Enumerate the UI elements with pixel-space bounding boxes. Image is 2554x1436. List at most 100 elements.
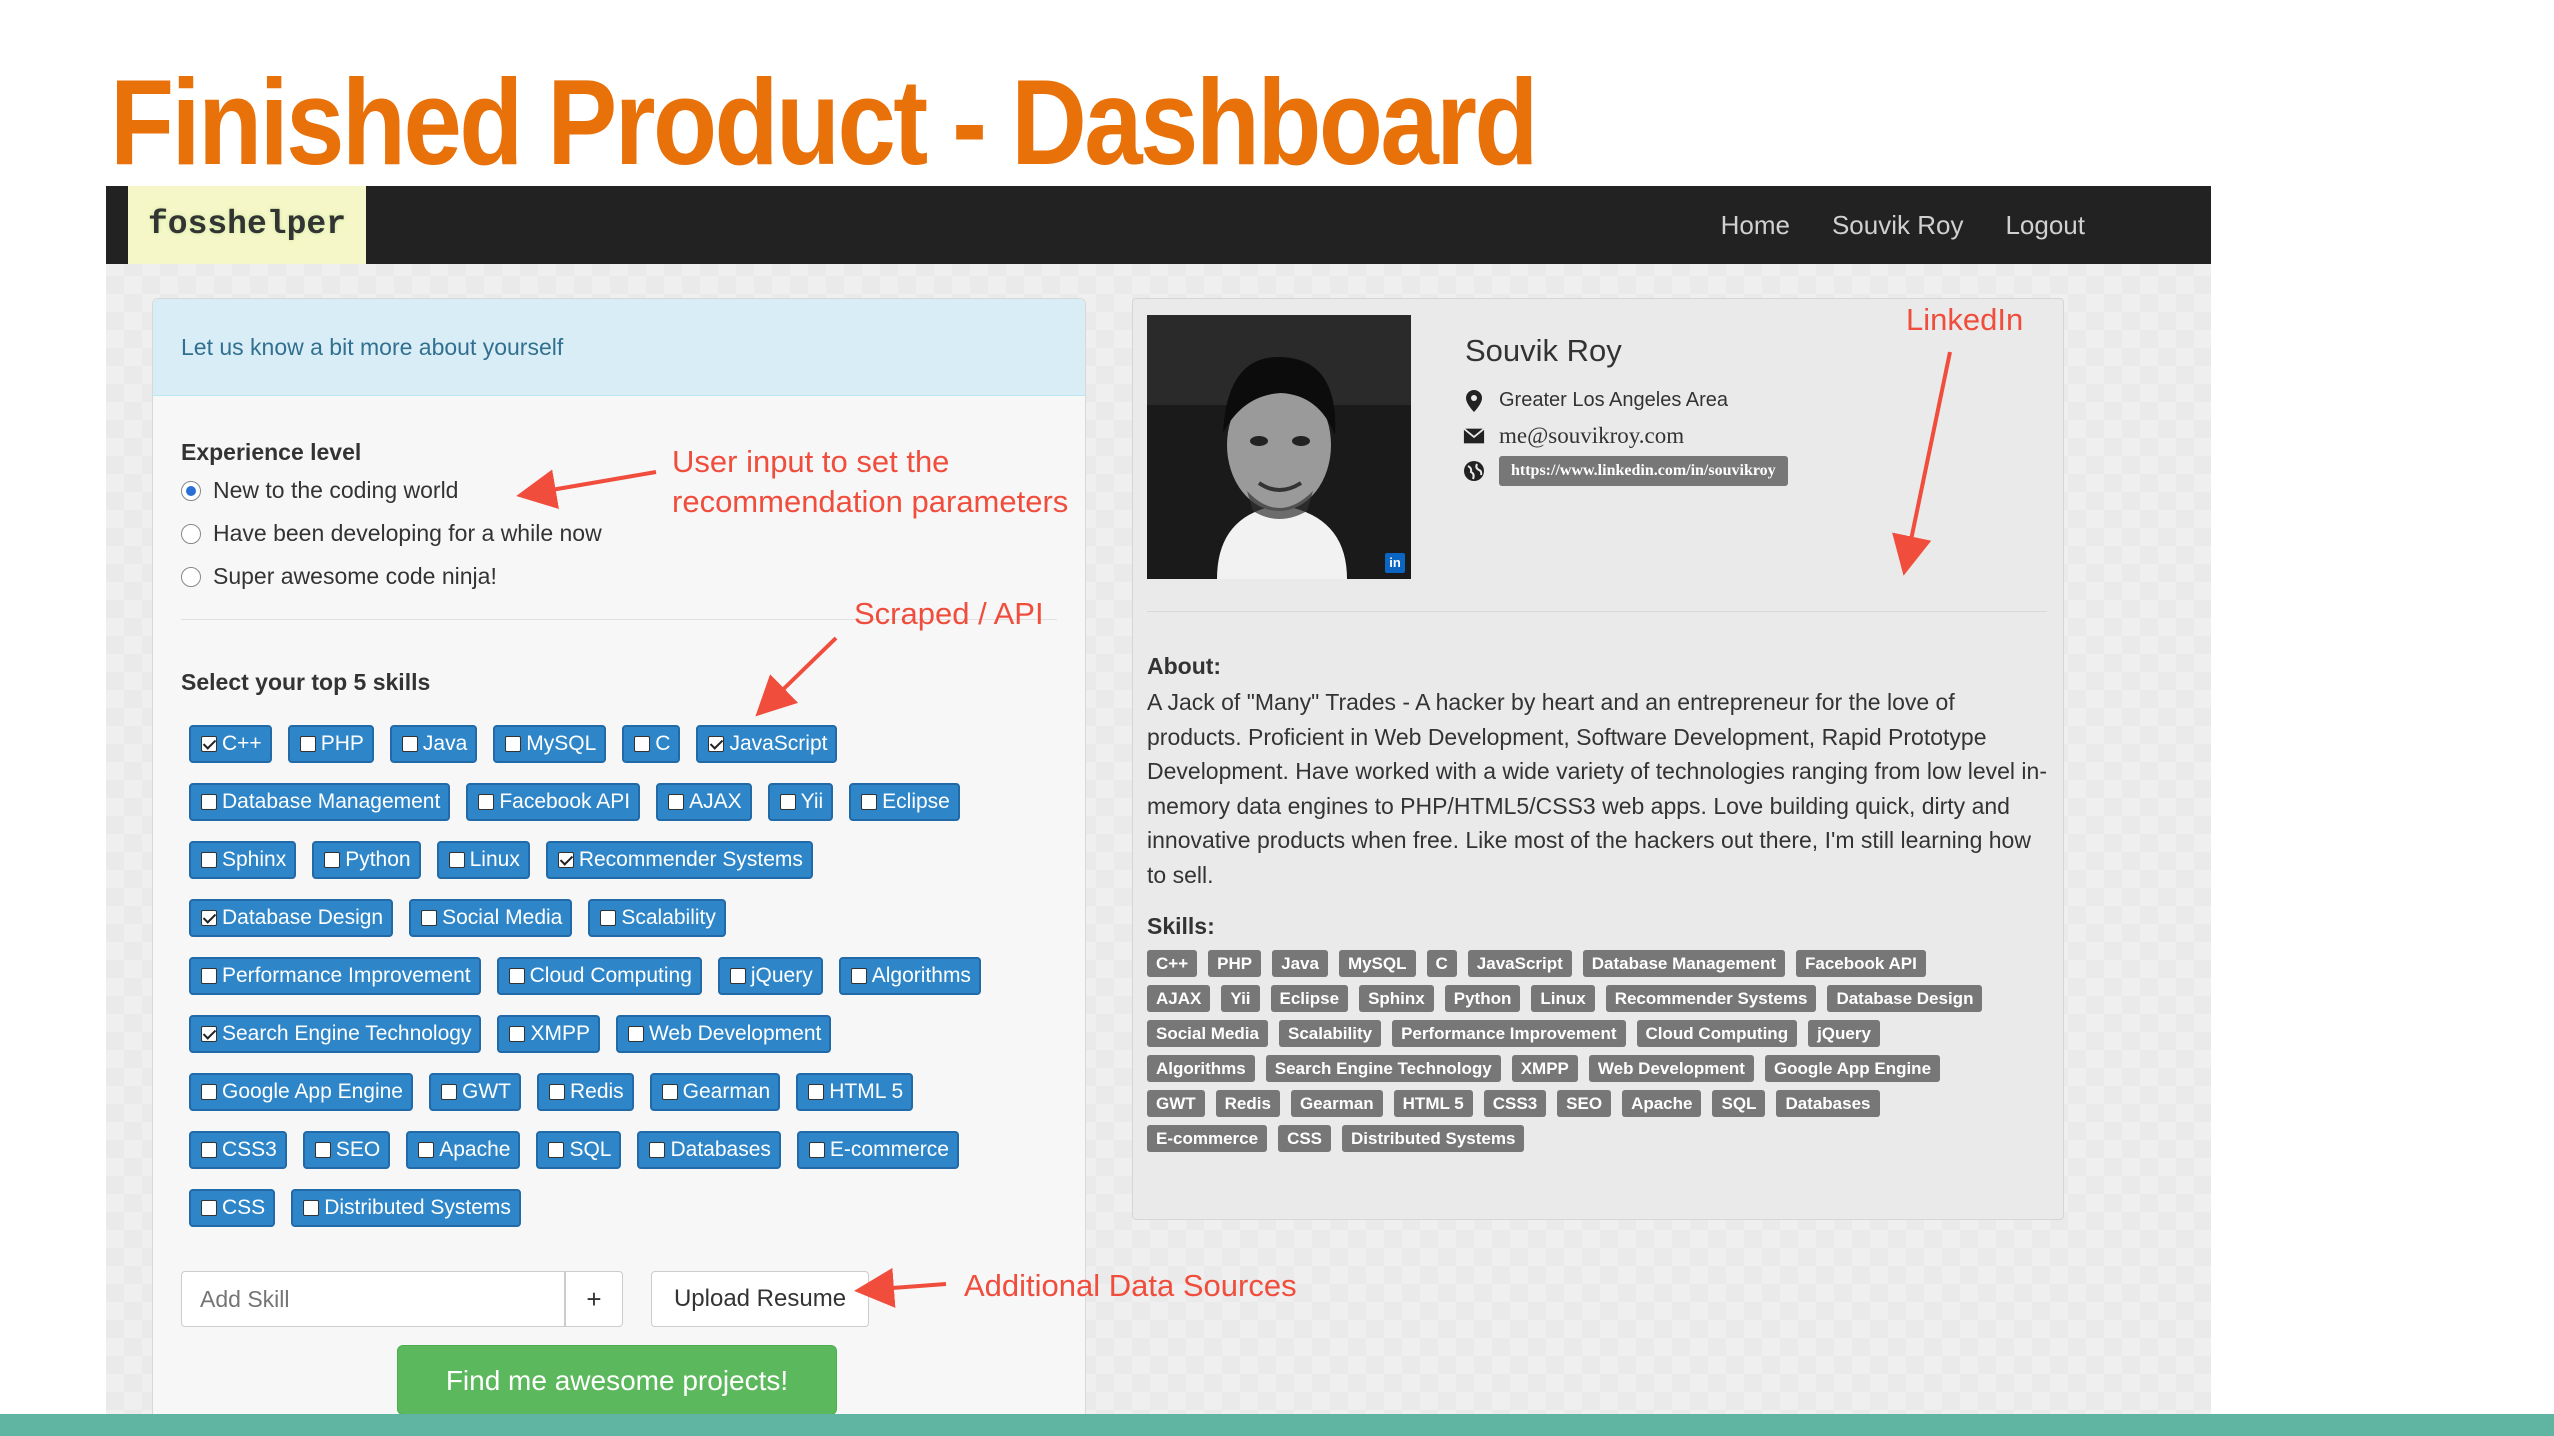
radio-button[interactable]: [181, 480, 201, 501]
skill-chip-sphinx[interactable]: Sphinx: [189, 841, 297, 879]
experience-option-developing[interactable]: Have been developing for a while now: [181, 520, 602, 547]
skill-chip-distributed-systems[interactable]: Distributed Systems: [291, 1189, 521, 1227]
skill-checkbox[interactable]: [808, 1142, 825, 1158]
profile-email[interactable]: me@souvikroy.com: [1499, 423, 1685, 448]
skill-chip-e-commerce[interactable]: E-commerce: [796, 1131, 959, 1169]
skill-checkbox[interactable]: [324, 852, 341, 868]
skill-chip-c[interactable]: C: [622, 725, 681, 763]
skill-checkbox[interactable]: [634, 736, 651, 752]
skill-chip-databases[interactable]: Databases: [637, 1131, 781, 1169]
skill-checkbox[interactable]: [440, 1084, 457, 1100]
profile-url-badge[interactable]: https://www.linkedin.com/in/souvikroy: [1499, 456, 1788, 486]
skill-checkbox[interactable]: [201, 794, 217, 810]
skill-chip-database-management[interactable]: Database Management: [189, 783, 451, 821]
radio-button[interactable]: [181, 523, 201, 544]
skill-checkbox[interactable]: [548, 1142, 565, 1158]
skill-chip-label: Java: [422, 732, 468, 755]
profile-skill-tag: Database Design: [1827, 985, 1983, 1012]
skill-chip-yii[interactable]: Yii: [767, 783, 834, 821]
skill-checkbox[interactable]: [808, 1084, 825, 1100]
radio-label: Have been developing for a while now: [213, 520, 602, 546]
skill-chip-apache[interactable]: Apache: [406, 1131, 521, 1169]
profile-email-row: me@souvikroy.com: [1463, 423, 1684, 449]
skill-checkbox[interactable]: [201, 1084, 217, 1100]
skill-checkbox[interactable]: [557, 852, 574, 868]
skill-chip-xmpp[interactable]: XMPP: [497, 1015, 600, 1053]
add-skill-button[interactable]: +: [565, 1271, 623, 1327]
brand-logo[interactable]: fosshelper: [128, 186, 366, 264]
skill-checkbox[interactable]: [201, 736, 217, 752]
skill-checkbox[interactable]: [600, 910, 617, 926]
experience-option-ninja[interactable]: Super awesome code ninja!: [181, 563, 497, 590]
skill-checkbox[interactable]: [448, 852, 465, 868]
skill-chip-mysql[interactable]: MySQL: [493, 725, 607, 763]
skill-chip-sql[interactable]: SQL: [536, 1131, 622, 1169]
skill-checkbox[interactable]: [850, 968, 867, 984]
skill-chip-cloud-computing[interactable]: Cloud Computing: [496, 957, 702, 995]
skill-checkbox[interactable]: [708, 736, 725, 752]
skill-checkbox[interactable]: [729, 968, 746, 984]
profile-skills-label: Skills:: [1147, 913, 1215, 939]
skill-chip-php[interactable]: PHP: [287, 725, 374, 763]
skill-checkbox[interactable]: [668, 794, 685, 810]
skill-chip-scalability[interactable]: Scalability: [588, 899, 726, 937]
skill-chip-seo[interactable]: SEO: [302, 1131, 391, 1169]
skill-chip-facebook-api[interactable]: Facebook API: [466, 783, 641, 821]
nav-profile-link[interactable]: Souvik Roy: [1831, 209, 1964, 240]
skill-chip-css3[interactable]: CSS3: [189, 1131, 287, 1169]
skill-chip-css[interactable]: CSS: [189, 1189, 276, 1227]
skill-checkbox[interactable]: [418, 1142, 435, 1158]
skill-chip-c[interactable]: C++: [189, 725, 272, 763]
upload-resume-button[interactable]: Upload Resume: [651, 1271, 869, 1327]
skill-checkbox[interactable]: [201, 1026, 217, 1042]
skill-chip-linux[interactable]: Linux: [436, 841, 530, 879]
skill-checkbox[interactable]: [478, 794, 495, 810]
skill-checkbox[interactable]: [201, 1142, 217, 1158]
skill-chip-html-5[interactable]: HTML 5: [796, 1073, 914, 1111]
skill-chip-gwt[interactable]: GWT: [428, 1073, 521, 1111]
skill-checkbox[interactable]: [508, 968, 525, 984]
skill-chip-search-engine-technology[interactable]: Search Engine Technology: [189, 1015, 482, 1053]
add-skill-input[interactable]: [181, 1271, 565, 1327]
nav-logout-link[interactable]: Logout: [2005, 209, 2085, 240]
skill-chip-ajax[interactable]: AJAX: [656, 783, 752, 821]
skill-chip-database-design[interactable]: Database Design: [189, 899, 394, 937]
skill-checkbox[interactable]: [299, 736, 316, 752]
skill-checkbox[interactable]: [421, 910, 438, 926]
skill-chip-python[interactable]: Python: [312, 841, 421, 879]
linkedin-icon[interactable]: in: [1385, 553, 1405, 573]
skill-chip-gearman[interactable]: Gearman: [649, 1073, 781, 1111]
find-projects-button[interactable]: Find me awesome projects!: [397, 1345, 837, 1414]
skill-checkbox[interactable]: [509, 1026, 526, 1042]
skill-checkbox[interactable]: [201, 852, 217, 868]
skill-checkbox[interactable]: [401, 736, 418, 752]
skill-checkbox[interactable]: [201, 910, 217, 926]
skill-chip-algorithms[interactable]: Algorithms: [838, 957, 981, 995]
skill-chip-jquery[interactable]: jQuery: [717, 957, 823, 995]
skill-chip-google-app-engine[interactable]: Google App Engine: [189, 1073, 413, 1111]
radio-button[interactable]: [181, 566, 201, 587]
skill-checkbox[interactable]: [661, 1084, 678, 1100]
skill-checkbox[interactable]: [779, 794, 796, 810]
experience-option-new[interactable]: New to the coding world: [181, 477, 458, 504]
nav-home-link[interactable]: Home: [1720, 209, 1790, 240]
skill-chip-eclipse[interactable]: Eclipse: [849, 783, 960, 821]
skill-checkbox[interactable]: [627, 1026, 644, 1042]
skill-chip-redis[interactable]: Redis: [536, 1073, 634, 1111]
skill-chip-javascript[interactable]: JavaScript: [696, 725, 838, 763]
skill-chip-social-media[interactable]: Social Media: [409, 899, 573, 937]
skill-checkbox[interactable]: [303, 1200, 320, 1216]
skill-chip-recommender-systems[interactable]: Recommender Systems: [545, 841, 813, 879]
skill-chip-performance-improvement[interactable]: Performance Improvement: [189, 957, 481, 995]
skill-checkbox[interactable]: [548, 1084, 565, 1100]
skill-chip-web-development[interactable]: Web Development: [615, 1015, 832, 1053]
skill-checkbox[interactable]: [861, 794, 878, 810]
profile-skill-tag: C++: [1147, 950, 1198, 977]
skill-checkbox[interactable]: [505, 736, 522, 752]
skill-checkbox[interactable]: [314, 1142, 331, 1158]
skill-chip-java[interactable]: Java: [389, 725, 478, 763]
skill-checkbox[interactable]: [201, 1200, 217, 1216]
skill-checkbox[interactable]: [201, 968, 217, 984]
skill-checkbox[interactable]: [649, 1142, 666, 1158]
